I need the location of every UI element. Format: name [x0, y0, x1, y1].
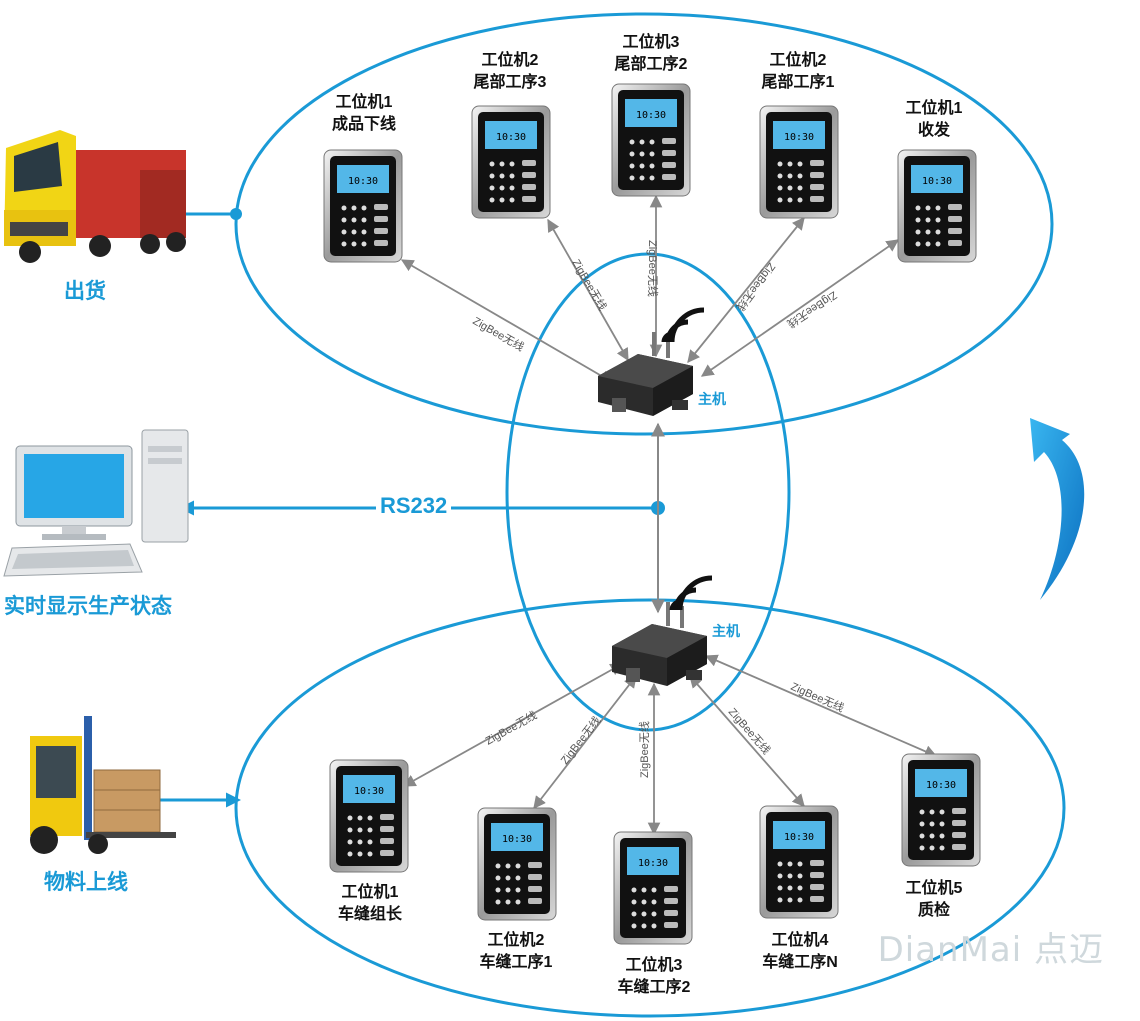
top-link-2: [547, 218, 629, 362]
bottom-link-5: [704, 654, 938, 758]
link-label: ZigBee无线: [733, 260, 778, 314]
top-station-device: 10:30: [897, 149, 977, 263]
monitor-status-label: 实时显示生产状态: [4, 595, 172, 618]
bottom-link-4: [689, 675, 805, 807]
bottom-host-device: [612, 602, 707, 686]
top-station-device: 10:30: [471, 105, 551, 219]
desktop-computer-icon: [3, 429, 189, 577]
link-label: ZigBee无线: [483, 708, 540, 748]
svg-text:10:30: 10:30: [638, 858, 668, 869]
svg-text:10:30: 10:30: [348, 176, 378, 187]
curved-arrow-icon: [1030, 418, 1085, 600]
svg-text:10:30: 10:30: [784, 132, 814, 143]
top-station-device: 10:30: [611, 83, 691, 197]
svg-text:10:30: 10:30: [784, 832, 814, 843]
svg-text:10:30: 10:30: [636, 110, 666, 121]
link-label: ZigBee无线: [726, 705, 774, 757]
top-host-device: [598, 332, 693, 416]
lower-zone-ellipse: [234, 598, 1066, 1018]
shipping-label: 出货: [64, 280, 106, 303]
top-station-device: 10:30: [323, 149, 403, 263]
bottom-station-device: 10:30: [329, 759, 409, 873]
link-label: ZigBee无线: [637, 721, 651, 778]
svg-text:10:30: 10:30: [502, 834, 532, 845]
link-label: ZigBee无线: [471, 313, 527, 354]
rs232-label: RS232: [376, 493, 452, 519]
link-label: ZigBee无线: [557, 713, 603, 766]
link-label: ZigBee无线: [789, 679, 847, 715]
bottom-link-2: [533, 675, 637, 809]
top-link-5: [700, 239, 900, 377]
link-label: ZigBee无线: [646, 240, 660, 297]
truck-icon: [4, 130, 186, 263]
bottom-station-device: 10:30: [759, 805, 839, 919]
svg-text:10:30: 10:30: [922, 176, 952, 187]
wifi-signal-icon: [664, 310, 704, 342]
top-host-label: 主机: [698, 391, 726, 407]
watermark: DianMai 点迈: [877, 930, 1104, 970]
top-link-1: [400, 259, 614, 383]
top-station-device: 10:30: [759, 105, 839, 219]
forklift-icon: [30, 716, 176, 854]
svg-text:10:30: 10:30: [926, 780, 956, 791]
bottom-station-device: 10:30: [901, 753, 981, 867]
svg-text:10:30: 10:30: [496, 132, 526, 143]
upper-zone-ellipse: [234, 12, 1054, 436]
wifi-signal-icon: [672, 578, 712, 610]
bottom-station-device: 10:30: [613, 831, 693, 945]
link-label: ZigBee无线: [785, 288, 840, 331]
svg-text:10:30: 10:30: [354, 786, 384, 797]
bottom-station-device: 10:30: [477, 807, 557, 921]
material-label: 物料上线: [44, 871, 128, 894]
bottom-host-label: 主机: [712, 623, 740, 639]
